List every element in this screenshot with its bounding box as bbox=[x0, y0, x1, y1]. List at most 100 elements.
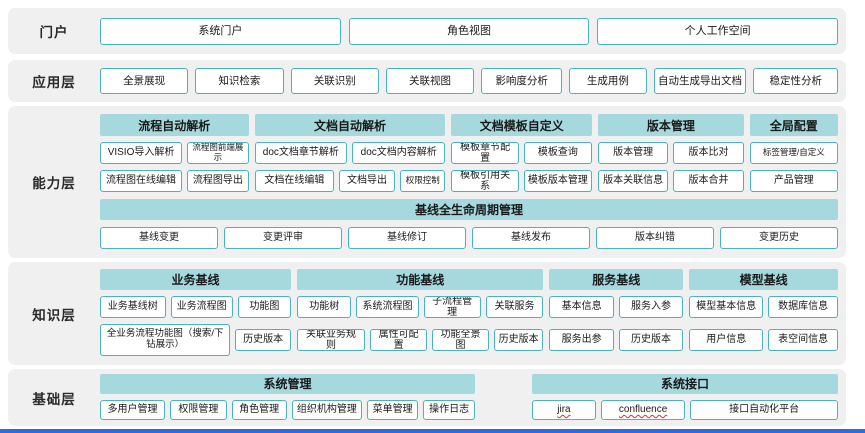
group-gap bbox=[475, 374, 532, 420]
item-box: 生成用例 bbox=[569, 68, 647, 94]
item-box: 个人工作空间 bbox=[597, 17, 839, 45]
item-box: 业务基线树 bbox=[100, 296, 166, 318]
group-header: 版本管理 bbox=[598, 114, 744, 136]
layer-label-foundation: 基础层 bbox=[32, 391, 76, 407]
item-box: 表空间信息 bbox=[768, 329, 839, 351]
item-box: doc文档章节解析 bbox=[254, 142, 348, 164]
group-header: 文档模板自定义 bbox=[451, 114, 593, 136]
item-box: 服务入参 bbox=[618, 296, 684, 318]
item-box: 版本合并 bbox=[673, 170, 744, 192]
item-box: 基线变更 bbox=[100, 227, 218, 249]
capability-group: 文档自动解析 doc文档章节解析 doc文档内容解析 文档在线编辑 文档导出 权… bbox=[254, 114, 446, 192]
item-box: 历史版本 bbox=[493, 329, 544, 351]
item-box: 关联服务 bbox=[485, 296, 544, 318]
window-bottom-edge bbox=[0, 429, 865, 433]
item-box: 关联视图 bbox=[385, 68, 475, 94]
item-box: 功能树 bbox=[297, 296, 352, 318]
item-box: 文档导出 bbox=[339, 170, 395, 192]
group-header: 业务基线 bbox=[100, 269, 292, 290]
item-box: 历史版本 bbox=[618, 329, 684, 351]
item-box: 模板引用关系 bbox=[451, 170, 519, 192]
group-header: 全局配置 bbox=[749, 114, 838, 136]
baseline-row: 基线变更 变更评审 基线修订 基线发布 版本纠错 变更历史 bbox=[100, 227, 838, 249]
item-box: 功能全景图 bbox=[432, 329, 489, 351]
item-box: 知识检索 bbox=[195, 68, 284, 94]
capability-group: 文档模板自定义 模板章节配置 模板查询 模板引用关系 模板版本管理 bbox=[451, 114, 593, 192]
item-box: 全业务流程功能图（搜索/下钻展示） bbox=[100, 324, 231, 356]
item-box: 自动生成导出文档 bbox=[653, 68, 747, 94]
item-box: 变更历史 bbox=[720, 227, 838, 249]
item-box: 版本管理 bbox=[598, 142, 669, 164]
item-box: 模板查询 bbox=[523, 142, 593, 164]
item-box: 关联业务规则 bbox=[297, 329, 365, 351]
layer-label-application: 应用层 bbox=[32, 75, 76, 90]
item-box: 模型基本信息 bbox=[689, 296, 764, 318]
group-header: 功能基线 bbox=[297, 269, 544, 290]
item-box: 版本关联信息 bbox=[598, 170, 669, 192]
capability-group: 全局配置 标签管理/自定义 产品管理 bbox=[749, 114, 838, 192]
portal-layer-panel: 门户 系统门户 角色视图 个人工作空间 bbox=[8, 8, 846, 54]
item-box: 文档在线编辑 bbox=[254, 170, 335, 192]
knowledge-group: 服务基线 基本信息 服务入参 服务出参 历史版本 bbox=[549, 269, 684, 357]
capability-group: 流程自动解析 VISIO导入解析 流程图前端展示 流程图在线编辑 流程图导出 bbox=[100, 114, 249, 192]
item-box: 属性可配置 bbox=[369, 329, 428, 351]
item-box: 关联识别 bbox=[290, 68, 379, 94]
item-box: 权限管理 bbox=[170, 399, 227, 420]
knowledge-layer-panel: 知识层 业务基线 业务基线树 业务流程图 功能图 全业务流程功能图（搜索/下钻展… bbox=[8, 262, 846, 365]
group-header: 文档自动解析 bbox=[254, 114, 446, 136]
item-box: 权限控制 bbox=[399, 170, 446, 192]
group-header: 服务基线 bbox=[549, 269, 684, 290]
knowledge-group: 模型基线 模型基本信息 数据库信息 用户信息 表空间信息 bbox=[689, 269, 839, 357]
item-box: 产品管理 bbox=[749, 170, 838, 192]
layer-label-capability: 能力层 bbox=[32, 176, 76, 191]
item-box: 服务出参 bbox=[549, 329, 614, 351]
knowledge-group: 业务基线 业务基线树 业务流程图 功能图 全业务流程功能图（搜索/下钻展示） 历… bbox=[100, 269, 292, 357]
item-box: 全景展现 bbox=[100, 68, 189, 94]
group-header: 模型基线 bbox=[689, 269, 839, 290]
foundation-layer-panel: 基础层 系统管理 多用户管理 权限管理 角色管理 组织机构管理 菜单管理 操作日… bbox=[8, 369, 846, 426]
item-box: 数据库信息 bbox=[768, 296, 839, 318]
item-box: 业务流程图 bbox=[170, 296, 233, 318]
item-box: 系统门户 bbox=[100, 17, 341, 45]
item-box: 组织机构管理 bbox=[291, 399, 363, 420]
layer-label-knowledge: 知识层 bbox=[32, 307, 76, 323]
capability-layer-panel: 能力层 流程自动解析 VISIO导入解析 流程图前端展示 流程图在线编辑 流程图… bbox=[8, 106, 846, 258]
group-header-baseline-lifecycle: 基线全生命周期管理 bbox=[100, 199, 838, 220]
item-box: 操作日志 bbox=[423, 399, 475, 420]
item-box: 版本纠错 bbox=[596, 227, 714, 249]
item-box: 接口自动化平台 bbox=[690, 399, 838, 420]
layer-label-portal: 门户 bbox=[39, 25, 69, 40]
item-box: 子流程管理 bbox=[423, 296, 481, 318]
group-header: 系统接口 bbox=[532, 374, 838, 394]
item-box: 模板章节配置 bbox=[451, 142, 519, 164]
item-box: 影响度分析 bbox=[481, 68, 563, 94]
item-box: 角色管理 bbox=[231, 399, 287, 420]
item-box: 用户信息 bbox=[689, 329, 764, 351]
item-box-confluence: confluence bbox=[600, 399, 686, 420]
item-box: 稳定性分析 bbox=[753, 68, 839, 94]
item-box: 变更评审 bbox=[224, 227, 342, 249]
item-box: 流程图前端展示 bbox=[187, 142, 249, 164]
item-box: 基线修订 bbox=[348, 227, 466, 249]
item-box: doc文档内容解析 bbox=[352, 142, 446, 164]
item-box: 基本信息 bbox=[549, 296, 614, 318]
application-layer-panel: 应用层 全景展现 知识检索 关联识别 关联视图 影响度分析 生成用例 自动生成导… bbox=[8, 60, 846, 102]
item-box: 基线发布 bbox=[472, 227, 590, 249]
foundation-group: 系统接口 jira confluence 接口自动化平台 bbox=[532, 374, 838, 420]
item-box: 标签管理/自定义 bbox=[749, 142, 838, 164]
item-box: 模板版本管理 bbox=[523, 170, 593, 192]
item-box: 功能图 bbox=[237, 296, 292, 318]
item-box: 历史版本 bbox=[235, 329, 292, 351]
capability-groups: 流程自动解析 VISIO导入解析 流程图前端展示 流程图在线编辑 流程图导出 文… bbox=[100, 114, 838, 192]
item-box: 系统流程图 bbox=[356, 296, 419, 318]
item-box: 菜单管理 bbox=[367, 399, 419, 420]
item-box-jira: jira bbox=[532, 399, 596, 420]
foundation-group: 系统管理 多用户管理 权限管理 角色管理 组织机构管理 菜单管理 操作日志 bbox=[100, 374, 475, 420]
item-box: 版本比对 bbox=[673, 142, 744, 164]
group-header: 系统管理 bbox=[100, 374, 475, 394]
item-box: 流程图在线编辑 bbox=[100, 170, 183, 192]
group-header: 流程自动解析 bbox=[100, 114, 249, 136]
knowledge-group: 功能基线 功能树 系统流程图 子流程管理 关联服务 关联业务规则 属性可配置 功… bbox=[297, 269, 544, 357]
item-box: 角色视图 bbox=[348, 17, 590, 45]
